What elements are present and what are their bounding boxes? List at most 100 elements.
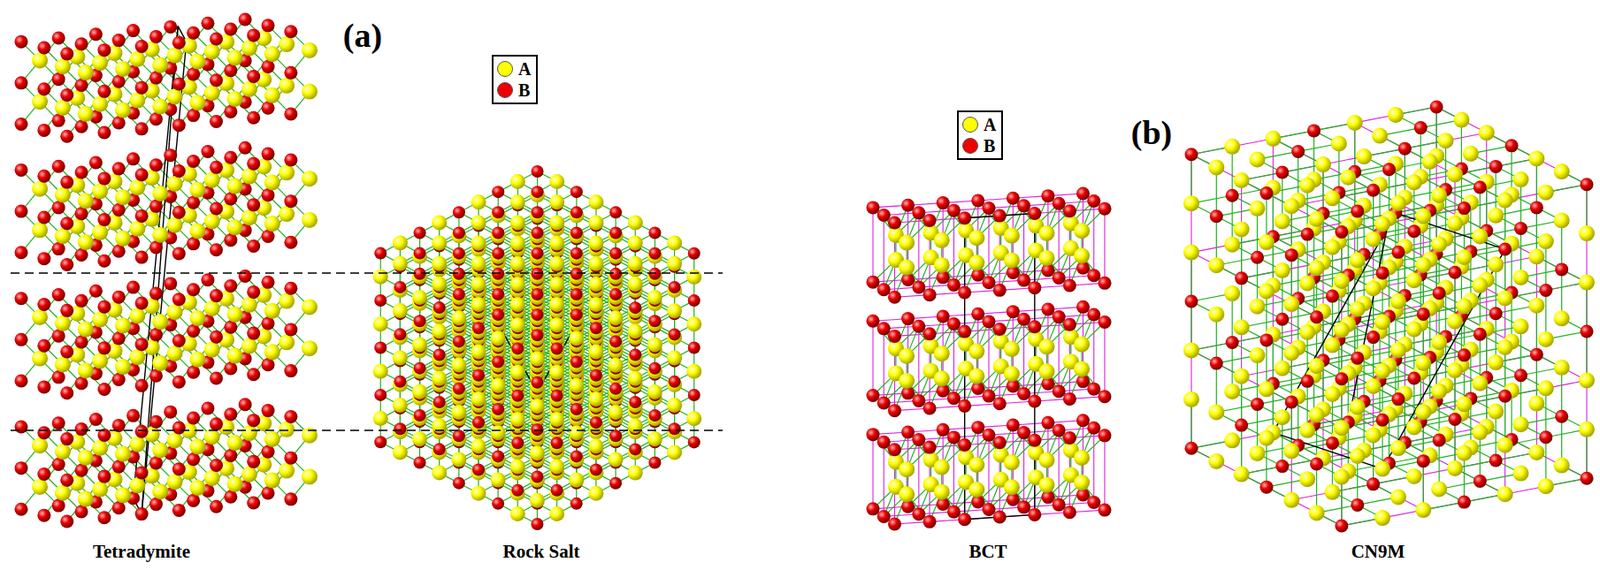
atom-b — [52, 114, 66, 128]
atom-b — [135, 81, 149, 95]
atom-a — [129, 349, 146, 366]
atom-b — [149, 241, 163, 255]
atom-a — [91, 440, 108, 457]
atom-b — [163, 405, 177, 420]
atom-a — [167, 47, 184, 64]
atom-b — [75, 505, 89, 519]
atom-b — [238, 269, 253, 284]
atom-a — [227, 348, 244, 365]
atom-b — [283, 107, 298, 122]
atom-b — [75, 120, 89, 134]
atom-a — [264, 473, 281, 490]
atom-b — [37, 41, 51, 55]
atom-b — [15, 76, 29, 90]
atom-b — [186, 67, 200, 81]
atom-a — [31, 93, 48, 110]
atom-b — [52, 458, 66, 472]
atom-a — [129, 477, 146, 494]
atom-b — [135, 251, 149, 265]
atom-b — [52, 160, 66, 174]
atom-b — [112, 501, 126, 515]
atom-a — [114, 230, 131, 247]
atom-b — [172, 462, 186, 476]
atom-a — [264, 344, 281, 360]
atom-b — [97, 341, 111, 355]
atom-b — [37, 380, 51, 394]
atom-b — [60, 386, 74, 400]
atom-b — [75, 78, 89, 92]
atom-a — [264, 215, 281, 232]
rock-salt-structure — [373, 165, 703, 531]
atom-a — [204, 84, 221, 101]
atom-b — [172, 164, 186, 178]
atom-b — [52, 416, 66, 430]
atom-b — [149, 369, 163, 383]
atom-b — [223, 279, 238, 293]
atom-a — [301, 42, 318, 59]
atom-b — [261, 317, 276, 331]
atom-a — [114, 189, 131, 206]
atom-b — [52, 200, 66, 215]
atom-a — [204, 470, 221, 487]
atom-b — [261, 60, 276, 74]
atom-b — [97, 470, 111, 484]
atom-b — [172, 421, 186, 436]
atom-b — [15, 245, 29, 260]
atom-b — [60, 345, 74, 360]
atom-a — [31, 52, 48, 69]
atom-b — [246, 28, 261, 42]
atom-b — [37, 210, 51, 224]
atom-b — [135, 39, 149, 54]
atom-b — [97, 511, 111, 525]
atom-b — [209, 32, 223, 46]
atom-a — [204, 172, 221, 189]
atom-b — [97, 171, 111, 185]
atom-a — [54, 356, 71, 373]
atom-b — [238, 141, 253, 155]
atom-b — [75, 166, 89, 180]
atom-b — [238, 13, 253, 27]
atom-b — [135, 122, 149, 136]
atom-b — [15, 291, 29, 306]
atom-b — [209, 417, 223, 431]
atom-b — [60, 46, 74, 61]
atom-b — [209, 330, 223, 345]
atom-b — [37, 252, 51, 266]
atom-a — [77, 362, 94, 379]
atom-b — [186, 196, 200, 210]
atom-b — [75, 422, 89, 437]
atom-a — [264, 303, 281, 320]
atom-b — [37, 169, 51, 184]
atom-b — [15, 163, 29, 177]
atom-a — [241, 39, 258, 56]
atom-b — [97, 382, 111, 397]
atom-b — [186, 366, 200, 380]
atom-a — [167, 345, 184, 362]
atom-a — [278, 293, 295, 310]
atom-b — [135, 466, 149, 480]
atom-a — [152, 442, 169, 459]
atom-a — [152, 355, 169, 372]
atom-b — [283, 492, 298, 506]
atom-a — [241, 209, 258, 226]
atom-a — [204, 300, 221, 317]
atom-b — [238, 398, 253, 412]
atom-b — [37, 298, 51, 312]
atom-a — [31, 181, 48, 198]
atom-a — [114, 317, 131, 334]
atom-b — [246, 111, 261, 125]
atom-a — [54, 228, 71, 245]
atom-b — [209, 160, 223, 175]
atom-a — [189, 352, 206, 368]
atom-b — [149, 328, 163, 342]
atom-b — [261, 188, 276, 202]
atom-b — [172, 334, 186, 348]
atom-b — [186, 324, 200, 338]
atom-b — [223, 321, 238, 335]
atom-a — [77, 64, 94, 81]
atom-b — [126, 281, 140, 295]
atom-b — [60, 474, 74, 488]
atom-b — [97, 213, 111, 227]
atom-b — [261, 229, 276, 244]
atom-b — [283, 236, 298, 250]
